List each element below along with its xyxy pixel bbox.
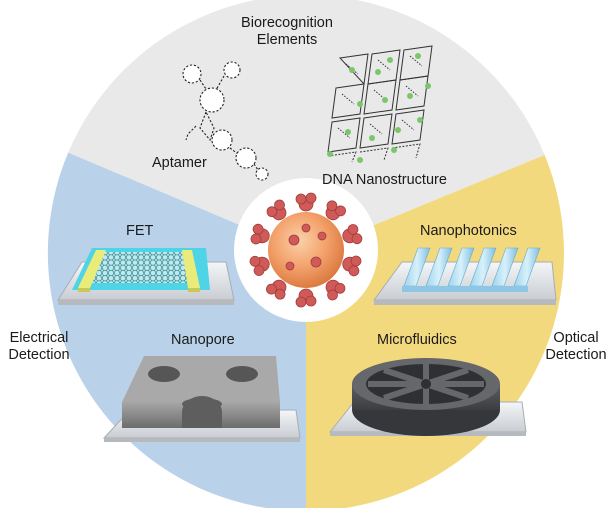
aptamer-icon bbox=[182, 61, 269, 181]
virus-particle-icon bbox=[249, 192, 363, 308]
dna-nanostructure-icon bbox=[327, 45, 433, 163]
electrical-detection-title: Electrical Detection bbox=[0, 330, 78, 364]
microfluidic-disc-icon bbox=[328, 358, 527, 436]
microfluidics-label: Microfluidics bbox=[377, 332, 457, 348]
optical-detection-line2: Detection bbox=[545, 347, 607, 363]
biorecognition-title: Biorecognition Elements bbox=[232, 15, 342, 49]
nanopore-label: Nanopore bbox=[171, 332, 235, 348]
fet-device-icon bbox=[57, 248, 235, 305]
electrical-detection-line2: Detection bbox=[8, 347, 70, 363]
optical-detection-line1: Optical bbox=[553, 330, 599, 346]
biorecognition-title-line1: Biorecognition bbox=[241, 15, 333, 31]
optical-detection-title: Optical Detection bbox=[540, 330, 612, 364]
nanophotonics-label: Nanophotonics bbox=[420, 223, 517, 239]
aptamer-label: Aptamer bbox=[152, 155, 207, 171]
biorecognition-sector bbox=[68, 0, 545, 253]
nanophotonics-grating-icon bbox=[373, 247, 557, 305]
dna-nanostructure-label: DNA Nanostructure bbox=[322, 172, 447, 188]
biorecognition-title-line2: Elements bbox=[256, 32, 318, 48]
nanopore-membrane-icon bbox=[102, 356, 301, 442]
electrical-detection-line1: Electrical bbox=[9, 330, 69, 346]
fet-label: FET bbox=[126, 223, 154, 239]
